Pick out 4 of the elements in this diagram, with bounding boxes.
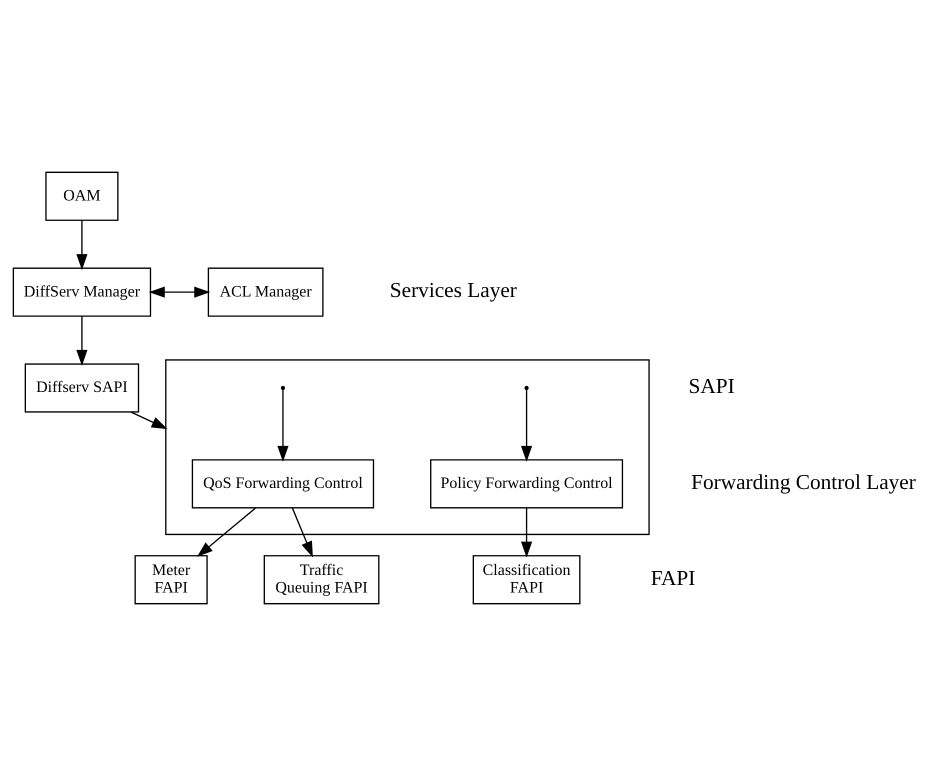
label: Forwarding Control Layer (691, 470, 916, 494)
label: FAPI (650, 566, 696, 590)
label: Services Layer (390, 278, 517, 302)
label: SAPI (688, 374, 735, 398)
